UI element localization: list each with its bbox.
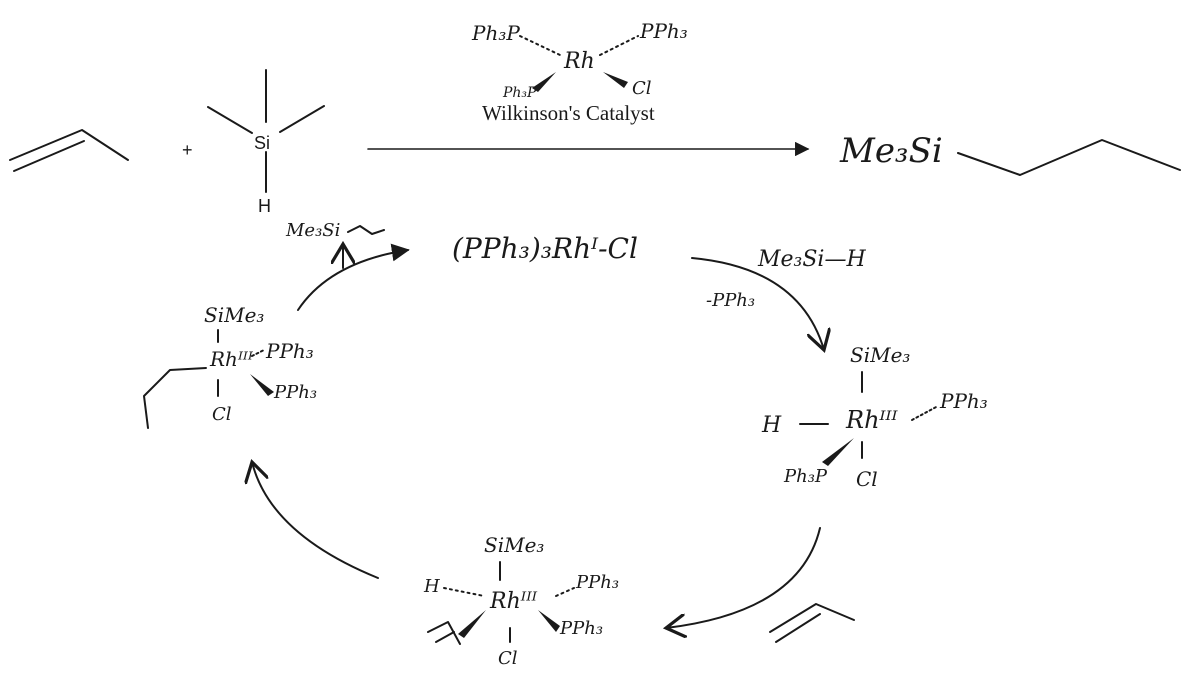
int-right-top: SiMe₃ (850, 343, 910, 367)
silane-h-label: H (258, 196, 271, 216)
int-left-top: SiMe₃ (204, 303, 264, 327)
int-bottom-top: SiMe₃ (484, 533, 544, 557)
intermediate-left: SiMe₃ Rhᴵᴵᴵ PPh₃ PPh₃ Cl (143, 303, 317, 429)
int-right-right: PPh₃ (939, 389, 988, 413)
arrow-reductive-elimination (297, 243, 410, 311)
int-bottom-right: PPh₃ (575, 572, 619, 593)
int-left-bottom: Cl (212, 404, 232, 425)
int-bottom-br: PPh₃ (559, 618, 603, 639)
propene-structure (9, 129, 129, 172)
wilkinson-catalyst-structure: Ph₃P PPh₃ Rh Ph₃P Cl Wilkinson's Catalys… (471, 19, 688, 125)
arrow-oxidative-addition (691, 257, 824, 350)
int-right-bottom: Cl (856, 467, 878, 491)
ligand-loss: -PPh₃ (706, 290, 755, 311)
arrow-alkene-coordination (666, 527, 821, 628)
int-right-metal: Rhᴵᴵᴵ (845, 406, 898, 434)
int-right-left: H (761, 413, 782, 438)
trimethylsilane-structure: Si H (207, 69, 325, 216)
catalyst-ligand-tr: PPh₃ (639, 19, 688, 43)
int-bottom-bottom: Cl (498, 648, 518, 669)
silane-si-label: Si (254, 133, 270, 153)
int-right-bl: Ph₃P (783, 466, 828, 487)
catalyst-name: Wilkinson's Catalyst (482, 101, 655, 125)
product-label: Me₃Si (839, 131, 943, 171)
catalyst-ligand-tl: Ph₃P (471, 21, 520, 45)
arrow-migratory-insertion (252, 462, 379, 579)
int-bottom-metal: Rhᴵᴵᴵ (489, 589, 538, 614)
reagent-in: Me₃Si—H (757, 247, 866, 272)
catalyst-ligand-br: Cl (632, 78, 652, 99)
cycle-catalyst: (PPh₃)₃Rhᴵ-Cl (452, 232, 638, 265)
int-bottom-left: H (423, 576, 440, 597)
int-left-br: PPh₃ (273, 382, 317, 403)
intermediate-bottom: SiMe₃ H Rhᴵᴵᴵ PPh₃ PPh₃ Cl (423, 533, 619, 669)
product-structure: Me₃Si (839, 131, 1181, 176)
plus-sign: + (182, 140, 193, 160)
released-product-label: Me₃Si (285, 220, 340, 241)
catalyst-metal: Rh (563, 49, 595, 74)
released-product: Me₃Si (285, 220, 385, 269)
incoming-propene (769, 603, 855, 643)
int-left-metal: Rhᴵᴵᴵ (209, 347, 254, 371)
catalyst-ligand-bl: Ph₃P (502, 85, 537, 101)
int-left-right: PPh₃ (265, 339, 314, 363)
intermediate-right: SiMe₃ H Rhᴵᴵᴵ PPh₃ Ph₃P Cl (761, 343, 988, 491)
